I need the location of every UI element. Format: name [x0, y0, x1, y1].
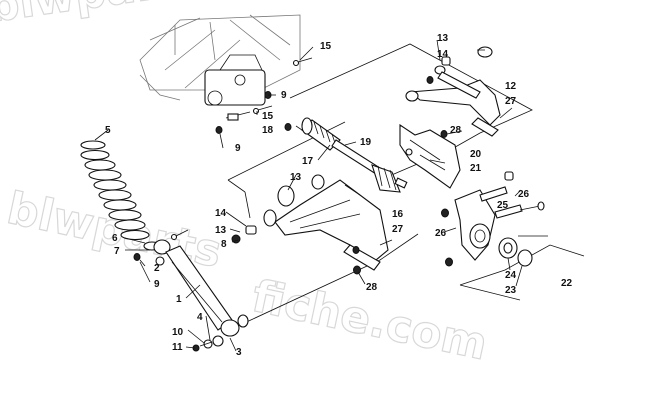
callout-27: 27 — [505, 96, 517, 107]
shock-absorber — [133, 229, 249, 352]
callout-4: 4 — [197, 312, 203, 323]
frame-section — [139, 14, 301, 106]
callout-13: 13 — [437, 33, 449, 44]
callout-9: 9 — [154, 279, 160, 290]
callout-28: 28 — [450, 125, 462, 136]
callout-24: 24 — [505, 270, 517, 281]
callout-18: 18 — [262, 125, 274, 136]
leader-lines — [94, 39, 523, 352]
callout-16: 16 — [392, 209, 404, 220]
callout-8: 8 — [221, 239, 227, 250]
callout-19: 19 — [360, 137, 372, 148]
callout-11: 11 — [172, 342, 183, 353]
callout-26: 26 — [435, 228, 447, 239]
callout-9: 9 — [235, 143, 241, 154]
callout-27: 27 — [392, 224, 404, 235]
callout-10: 10 — [172, 327, 184, 338]
coil-spring — [80, 140, 161, 251]
callout-13: 13 — [290, 172, 302, 183]
lower-a-arm — [231, 174, 393, 275]
drive-axle — [301, 117, 408, 193]
brake-guard — [399, 123, 461, 189]
spindle-knuckle — [441, 171, 548, 267]
upper-a-arm — [405, 46, 513, 137]
callout-15: 15 — [320, 41, 332, 52]
callout-9: 9 — [281, 90, 287, 101]
callout-25: 25 — [497, 200, 509, 211]
callout-5: 5 — [105, 125, 111, 136]
callout-1: 1 — [176, 294, 182, 305]
callout-22: 22 — [561, 278, 573, 289]
callout-12: 12 — [505, 81, 517, 92]
callout-20: 20 — [470, 149, 482, 160]
callout-15: 15 — [262, 111, 274, 122]
watermark-top: blwparts — [0, 0, 207, 33]
callout-7: 7 — [114, 246, 120, 257]
callouts: 15 13 14 9 15 18 12 27 5 28 19 9 20 17 2… — [105, 33, 573, 358]
callout-14: 14 — [437, 49, 449, 60]
callout-28: 28 — [366, 282, 378, 293]
callout-23: 23 — [505, 285, 517, 296]
frame-bolts — [215, 57, 313, 134]
watermark: blwparts blwparts fiche.com — [0, 0, 492, 371]
callout-6: 6 — [112, 233, 118, 244]
callout-13: 13 — [215, 225, 227, 236]
callout-21: 21 — [470, 163, 482, 174]
callout-3: 3 — [236, 347, 242, 358]
callout-26: 26 — [518, 189, 530, 200]
callout-14: 14 — [215, 208, 227, 219]
callout-2: 2 — [154, 263, 160, 274]
callout-17: 17 — [302, 156, 314, 167]
